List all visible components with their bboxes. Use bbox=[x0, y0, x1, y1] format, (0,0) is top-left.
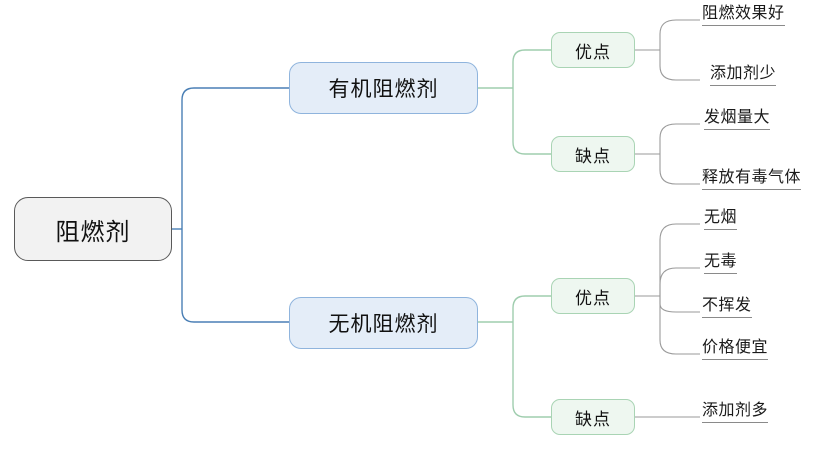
branch-node-organic[interactable]: 有机阻燃剂 bbox=[289, 62, 478, 114]
connector-root-to-organic bbox=[181, 87, 289, 229]
category-node-organic-pros[interactable]: 优点 bbox=[551, 32, 635, 68]
leaf-inorganic-pros-4[interactable]: 价格便宜 bbox=[702, 339, 769, 360]
leaf-organic-pros-2[interactable]: 添加剂少 bbox=[710, 65, 777, 86]
leaf-organic-cons-1[interactable]: 发烟量大 bbox=[704, 109, 771, 130]
leaf-inorganic-pros-1[interactable]: 无烟 bbox=[704, 209, 738, 230]
leaf-inorganic-cons-1[interactable]: 添加剂多 bbox=[702, 402, 769, 423]
connector-inorganic-pros-leaf-3 bbox=[659, 296, 700, 313]
leaf-inorganic-pros-3[interactable]: 不挥发 bbox=[702, 297, 752, 318]
connector-root-to-inorganic bbox=[181, 229, 289, 323]
leaf-inorganic-pros-2[interactable]: 无毒 bbox=[704, 253, 738, 274]
connector-inorganic-pros-leaf-1 bbox=[659, 223, 700, 296]
root-node[interactable]: 阻燃剂 bbox=[14, 197, 172, 261]
connector-inorganic-pros-leaf-2 bbox=[659, 267, 700, 296]
connector-inorganic-to-cons bbox=[512, 322, 551, 418]
connector-organic-to-cons bbox=[512, 88, 551, 155]
connector-organic-cons-leaf-2 bbox=[659, 154, 700, 185]
leaf-organic-cons-2[interactable]: 释放有毒气体 bbox=[702, 169, 802, 190]
category-node-inorganic-cons[interactable]: 缺点 bbox=[551, 399, 635, 435]
category-node-inorganic-pros[interactable]: 优点 bbox=[551, 278, 635, 314]
category-node-organic-cons[interactable]: 缺点 bbox=[551, 136, 635, 172]
connector-inorganic-to-pros bbox=[512, 295, 551, 322]
connector-organic-pros-leaf-1 bbox=[659, 19, 700, 50]
branch-node-inorganic[interactable]: 无机阻燃剂 bbox=[289, 297, 478, 349]
connector-organic-to-pros bbox=[512, 49, 551, 88]
leaf-organic-pros-1[interactable]: 阻燃效果好 bbox=[702, 5, 785, 26]
connector-organic-cons-leaf-1 bbox=[659, 123, 700, 154]
connector-inorganic-pros-leaf-4 bbox=[659, 296, 700, 355]
connector-organic-pros-leaf-2 bbox=[659, 50, 700, 81]
